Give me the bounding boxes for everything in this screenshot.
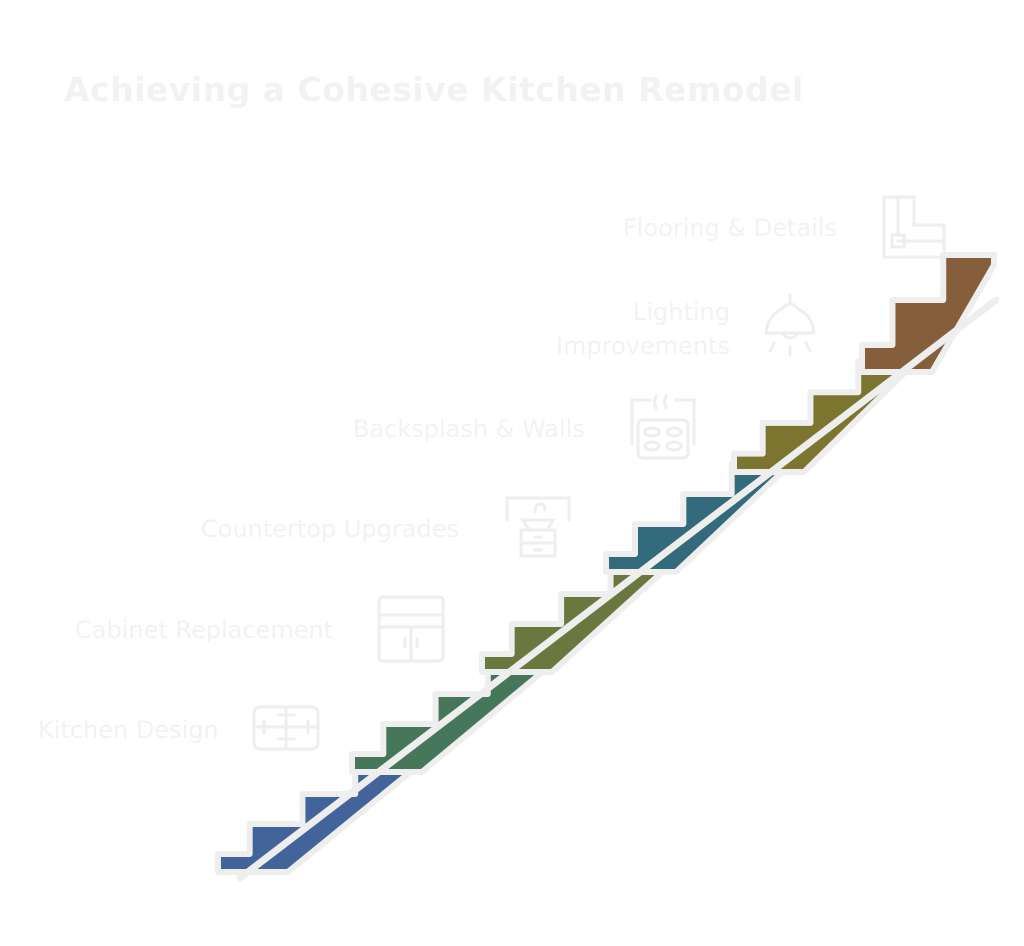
cabinet-icon xyxy=(377,595,445,663)
pendant-lamp-icon xyxy=(764,293,816,357)
step-label-lighting-improvements: Lighting Improvements xyxy=(540,295,730,363)
floor-tile-icon xyxy=(882,195,946,259)
step-label-backsplash-walls: Backsplash & Walls xyxy=(353,415,585,443)
stair-segment-5 xyxy=(731,358,909,475)
stair-segment-4 xyxy=(603,461,783,575)
step-label-cabinet-replacement: Cabinet Replacement xyxy=(75,616,334,644)
floor-plan-icon xyxy=(252,705,320,751)
step-label-lighting-line2: Improvements xyxy=(556,332,730,360)
sink-counter-icon xyxy=(505,496,571,558)
stair-stringer xyxy=(236,296,1000,882)
step-label-flooring-details: Flooring & Details xyxy=(623,214,837,242)
stove-backsplash-icon xyxy=(630,394,696,460)
diagram-title: Achieving a Cohesive Kitchen Remodel xyxy=(64,70,804,109)
step-label-countertop-upgrades: Countertop Upgrades xyxy=(201,515,459,543)
step-label-lighting-line1: Lighting xyxy=(632,298,730,326)
stair-segment-6 xyxy=(859,252,997,375)
step-label-kitchen-design: Kitchen Design xyxy=(38,716,219,744)
